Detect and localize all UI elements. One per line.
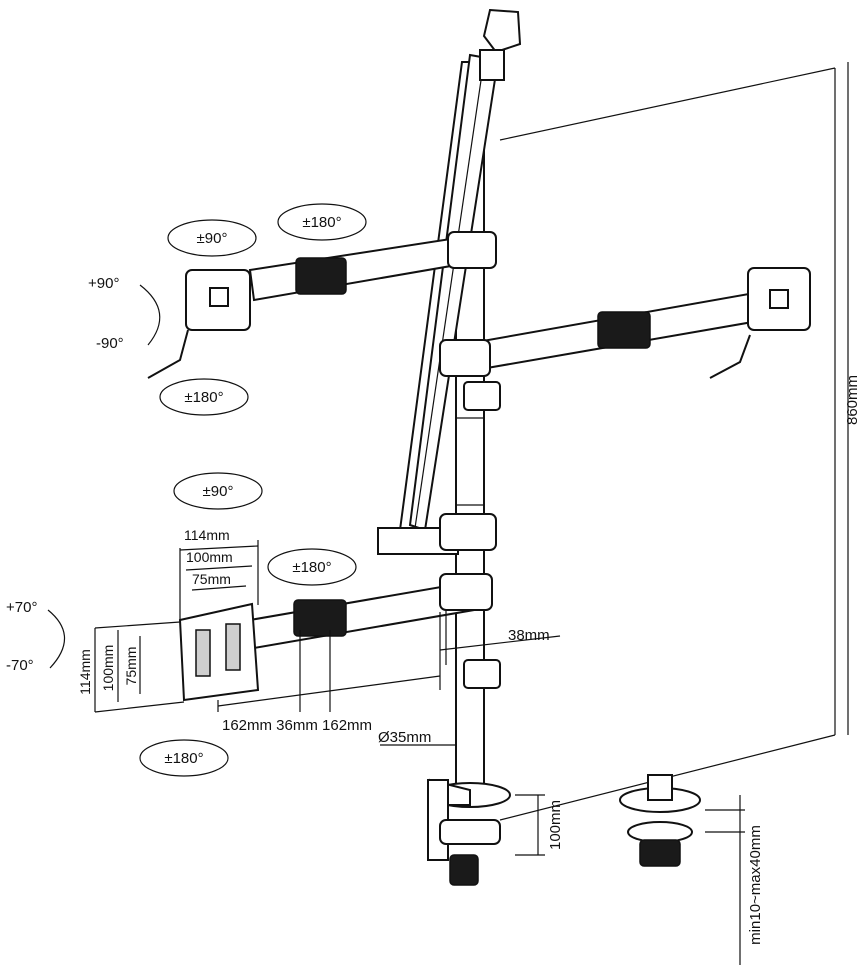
tray-arm — [377, 8, 522, 555]
rotation-indicator-low-bottom: ±180° — [139, 739, 229, 777]
grommet-mount — [619, 774, 701, 867]
tilt-indicator-low: +70° -70° — [6, 599, 66, 674]
desk-clamp — [427, 778, 511, 886]
tilt-indicator-top: +90° -90° — [88, 275, 161, 352]
rot-top-swivel-label: ±90° — [197, 230, 228, 247]
lower-arm — [178, 573, 501, 702]
pole-diameter-label: Ø35mm — [378, 729, 431, 746]
rot-top-bottom-label: ±180° — [184, 389, 223, 406]
upper-left-arm — [147, 231, 497, 379]
tilt-top-plus-label: +90° — [88, 275, 119, 292]
pole-height-label: 860mm — [844, 375, 861, 425]
rotation-indicator-top-swivel: ±90° — [167, 219, 257, 257]
desk-range-label: min10~max40mm — [747, 825, 764, 945]
offset-label: 38mm — [508, 627, 550, 644]
rotation-indicator-top-bottom: ±180° — [159, 378, 249, 416]
pole-height-dimension: 860mm — [844, 62, 861, 735]
rot-low-bottom-label: ±180° — [164, 750, 203, 767]
rotation-indicator-top-arm: ±180° — [277, 203, 367, 241]
tilt-low-minus-label: -70° — [6, 657, 34, 674]
backdrop-plane — [499, 67, 836, 821]
vesa-75-w-label: 75mm — [192, 571, 231, 587]
desk-range-dimension: min10~max40mm — [705, 795, 764, 965]
vesa-114-w-label: 114mm — [184, 527, 230, 543]
tilt-top-minus-label: -90° — [96, 335, 124, 352]
rotation-indicator-low-swivel: ±90° — [173, 472, 263, 510]
vesa-width-dimension: 114mm 100mm 75mm — [179, 527, 259, 620]
vesa-100-w-label: 100mm — [186, 549, 233, 565]
clamp-height-label: 100mm — [547, 800, 564, 850]
vesa-75-h-label: 75mm — [123, 647, 139, 686]
lower-vesa-plate — [178, 602, 260, 702]
pole-diameter-dimension: Ø35mm — [378, 729, 456, 746]
vesa-height-dimension: 114mm 100mm 75mm — [77, 621, 185, 713]
arm-length-dimension: 162mm 36mm 162mm — [217, 612, 441, 734]
tilt-low-plus-label: +70° — [6, 599, 37, 616]
vesa-114-h-label: 114mm — [77, 649, 93, 695]
vesa-100-h-label: 100mm — [100, 645, 116, 692]
arm-length-label: 162mm 36mm 162mm — [222, 717, 372, 734]
upper-right-arm — [439, 267, 811, 411]
clamp-height-dimension: 100mm — [515, 794, 564, 856]
rot-low-swivel-label: ±90° — [203, 483, 234, 500]
rot-top-arm-label: ±180° — [302, 214, 341, 231]
offset-dimension: 38mm — [439, 610, 561, 665]
rotation-indicator-low-arm: ±180° — [267, 548, 357, 586]
rot-low-arm-label: ±180° — [292, 559, 331, 576]
